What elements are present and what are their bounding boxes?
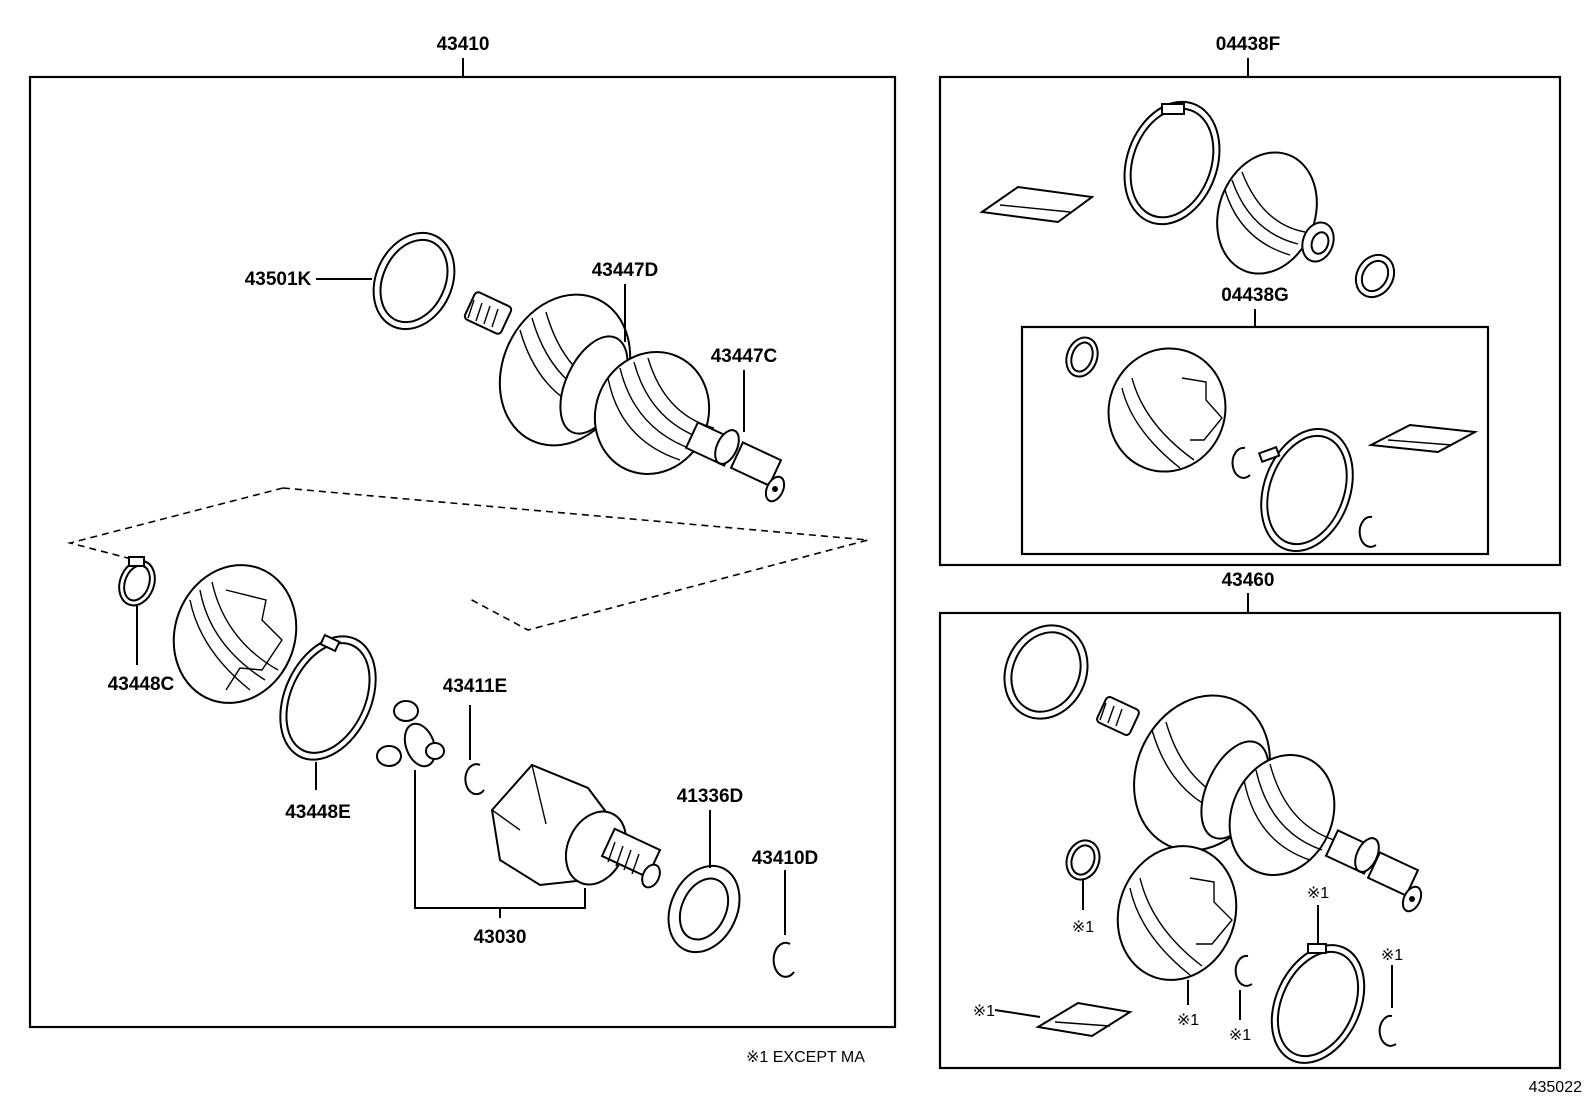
part-snap-ring-43460-2[interactable] xyxy=(1378,1014,1397,1047)
part-43448C[interactable] xyxy=(113,556,161,611)
part-grease-pack-43460[interactable] xyxy=(1035,1001,1133,1038)
part-snap-ring-43460[interactable] xyxy=(1234,954,1253,987)
ref-mark-band: ※1 xyxy=(1307,885,1329,902)
part-band-f[interactable] xyxy=(1108,88,1236,237)
part-snap-ring-g2[interactable] xyxy=(1358,515,1377,548)
part-boot-g[interactable] xyxy=(1091,332,1242,488)
part-43501K[interactable] xyxy=(358,220,469,343)
ref-mark-snap-ring: ※1 xyxy=(1229,1027,1251,1044)
label-43410D[interactable]: 43410D xyxy=(752,848,819,869)
label-43411E[interactable]: 43411E xyxy=(443,676,507,697)
part-joint-housing[interactable] xyxy=(490,763,663,894)
label-43448C[interactable]: 43448C xyxy=(108,674,175,695)
ref-mark-snap-ring-2: ※1 xyxy=(1381,947,1403,964)
group-04438F: 04438F 04438G xyxy=(938,34,1562,567)
group-43460-frame xyxy=(938,611,1562,1070)
group-04438F-frame xyxy=(938,75,1562,567)
part-boot-f[interactable] xyxy=(1201,138,1339,287)
part-clamp-43460[interactable] xyxy=(1061,836,1105,885)
part-tripod-joint[interactable] xyxy=(376,700,445,770)
part-snap-ring-g[interactable] xyxy=(1231,446,1251,479)
group-43410: 43410 43501K xyxy=(28,34,897,1029)
ref-mark-clamp: ※1 xyxy=(1072,919,1094,936)
part-drive-shaft-assembly[interactable] xyxy=(463,273,788,504)
part-43411E[interactable] xyxy=(464,763,485,796)
part-41336D[interactable] xyxy=(655,854,753,963)
label-41336D[interactable]: 41336D xyxy=(677,786,744,807)
part-43448E[interactable] xyxy=(262,621,395,775)
part-clamp-f[interactable] xyxy=(1348,248,1401,304)
label-43030[interactable]: 43030 xyxy=(474,927,527,948)
label-04438F[interactable]: 04438F xyxy=(1216,34,1280,55)
part-grease-pack-f[interactable] xyxy=(979,185,1095,224)
label-04438G[interactable]: 04438G xyxy=(1221,285,1289,306)
label-43460[interactable]: 43460 xyxy=(1222,570,1275,591)
group-43410-frame xyxy=(28,75,897,1029)
group-43460: 43460 ※1 xyxy=(938,570,1562,1078)
label-43447D[interactable]: 43447D xyxy=(592,260,659,281)
diagram-id: 435022 xyxy=(1529,1079,1582,1096)
label-43448E[interactable]: 43448E xyxy=(285,802,351,823)
group-04438G: 04438G xyxy=(1020,285,1490,564)
part-band-g[interactable] xyxy=(1245,416,1369,564)
part-grease-pack-g[interactable] xyxy=(1367,423,1479,454)
footnote: ※1 EXCEPT MA xyxy=(746,1049,865,1066)
label-43447C[interactable]: 43447C xyxy=(711,346,778,367)
part-drive-shaft-43460[interactable] xyxy=(1096,673,1425,914)
part-43410D[interactable] xyxy=(772,941,795,978)
part-boot-43460[interactable] xyxy=(1099,829,1255,996)
part-ring-43460[interactable] xyxy=(989,612,1102,733)
label-43501K[interactable]: 43501K xyxy=(245,269,312,290)
part-band-43460[interactable] xyxy=(1254,930,1383,1078)
part-inner-boot[interactable] xyxy=(155,548,316,721)
part-clamp-g[interactable] xyxy=(1061,333,1103,381)
ref-mark-boot: ※1 xyxy=(1177,1012,1199,1029)
label-43410[interactable]: 43410 xyxy=(437,34,490,55)
ref-mark-grease: ※1 xyxy=(973,1003,995,1020)
